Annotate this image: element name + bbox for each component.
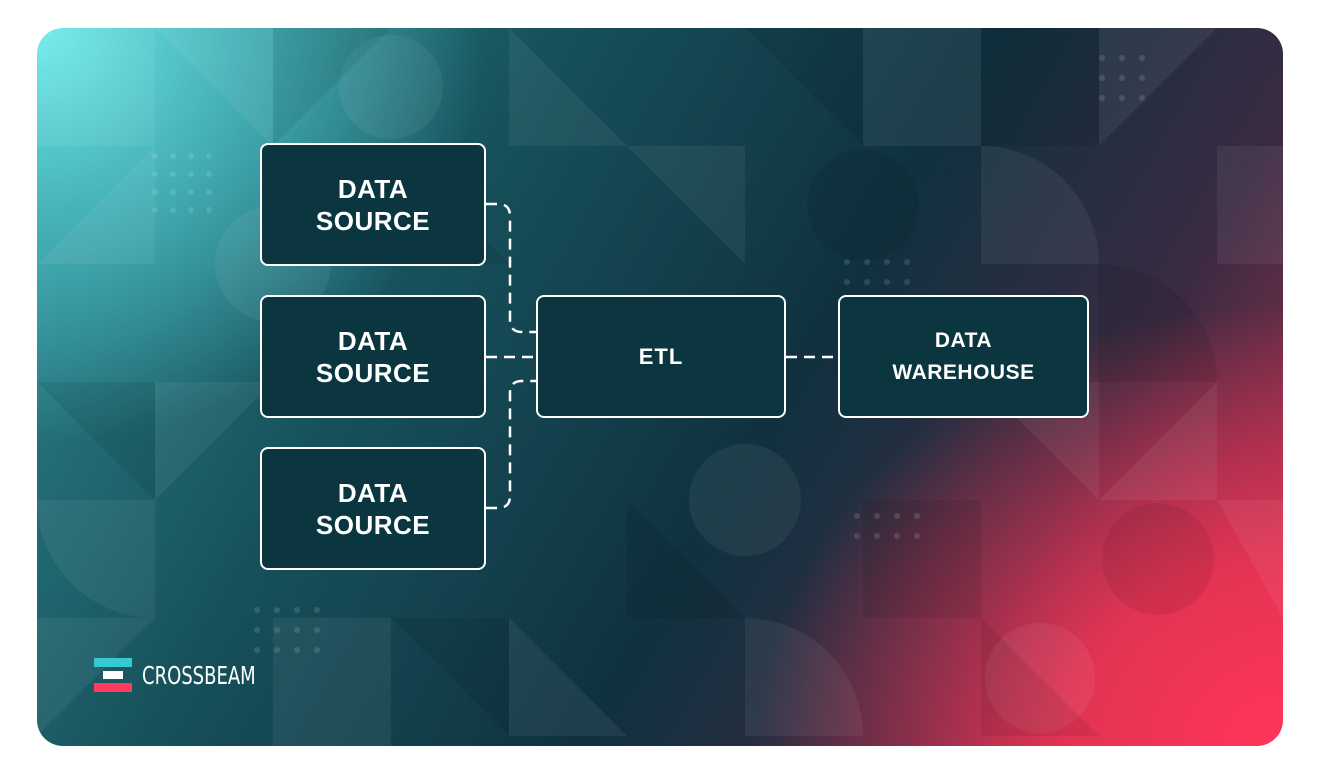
data-source-box-3: DATA SOURCE [260, 447, 486, 570]
crossbeam-logo: CROSSBEAM [94, 655, 300, 695]
crossbeam-logo-mark-icon [94, 658, 132, 692]
etl-box: ETL [536, 295, 786, 418]
data-source-box-2: DATA SOURCE [260, 295, 486, 418]
data-source-3-line1: DATA [337, 477, 409, 508]
data-warehouse-box: DATA WAREHOUSE [838, 295, 1089, 418]
crossbeam-wordmark: CROSSBEAM [142, 660, 256, 690]
etl-label: ETL [638, 343, 684, 369]
data-source-1-line2: SOURCE [315, 205, 431, 236]
data-source-box-1: DATA SOURCE [260, 143, 486, 266]
data-source-1-line1: DATA [337, 173, 409, 204]
data-source-2-line1: DATA [337, 325, 409, 356]
data-warehouse-line1: DATA [934, 328, 993, 352]
data-source-3-line2: SOURCE [315, 509, 431, 540]
data-source-2-line2: SOURCE [315, 357, 431, 388]
data-warehouse-line2: WAREHOUSE [892, 360, 1035, 384]
